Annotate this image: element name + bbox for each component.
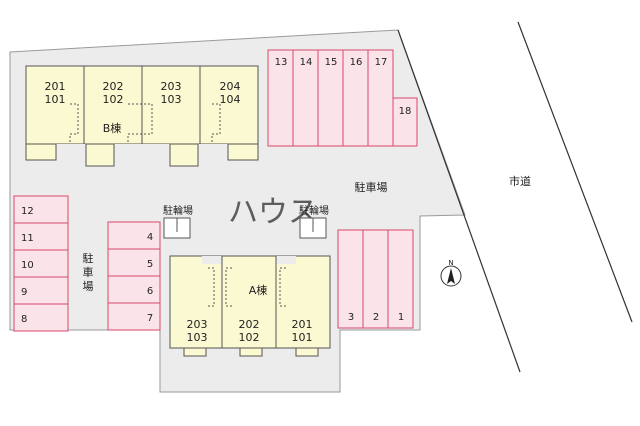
- building-b-notch: [56, 144, 86, 160]
- parking-number: 4: [147, 232, 153, 243]
- parking-space: [367, 49, 394, 147]
- parking-left-label-3: 場: [83, 280, 94, 293]
- stair-outline: [127, 103, 153, 142]
- parking-number: 13: [275, 57, 288, 68]
- parking-number: 6: [147, 286, 153, 297]
- building-b-entrance: [85, 143, 115, 167]
- building-b-entrance: [169, 143, 199, 167]
- parking-left-label-2: 車: [83, 265, 94, 279]
- parking-number: 11: [21, 233, 34, 244]
- unit-lower: 102: [103, 93, 124, 106]
- building-a-notch: [276, 256, 296, 264]
- parking-space: [13, 249, 69, 278]
- parking-space: [13, 276, 69, 305]
- building-a-entrance: [183, 347, 207, 357]
- unit-upper: 203: [161, 80, 182, 93]
- unit-upper: 202: [239, 318, 260, 331]
- stair-outline: [69, 103, 79, 142]
- parking-number: 17: [375, 57, 388, 68]
- bike-parking-label: 駐輪場: [299, 204, 329, 217]
- building-a: A棟 203 103 202 102 201 101: [169, 255, 331, 357]
- parking-number: 3: [348, 312, 354, 323]
- unit-lower: 103: [161, 93, 182, 106]
- parking-number: 5: [147, 259, 153, 270]
- parking-number: 10: [21, 260, 34, 271]
- parking-space: [13, 303, 69, 332]
- parking-middle: 4 5 6 7: [107, 221, 161, 331]
- bike-parking-1: 駐輪場: [163, 204, 193, 239]
- road-edge-left: [397, 29, 521, 373]
- parking-space: [387, 229, 414, 329]
- parking-number: 15: [325, 57, 338, 68]
- parking-space: [13, 195, 69, 224]
- parking-space: [107, 275, 161, 304]
- parking-space: [362, 229, 389, 329]
- parking-number: 9: [21, 287, 27, 298]
- stair-outline: [208, 267, 215, 307]
- parking-top: 13 14 15 16 17 18: [267, 49, 418, 147]
- unit-lower: 104: [220, 93, 241, 106]
- parking-number: 16: [350, 57, 363, 68]
- unit-upper: 201: [45, 80, 66, 93]
- unit-upper: 201: [292, 318, 313, 331]
- building-b-notch: [198, 144, 228, 160]
- parking-area-label: 駐車場: [355, 180, 388, 194]
- unit-lower: 103: [187, 331, 208, 344]
- parking-number: 7: [147, 313, 153, 324]
- unit-upper: 203: [187, 318, 208, 331]
- parking-number: 1: [398, 312, 404, 323]
- parking-space: [292, 49, 319, 147]
- parking-number: 12: [21, 206, 34, 217]
- building-b-notch: [114, 144, 170, 160]
- building-a-entrance: [239, 347, 263, 357]
- north-arrow-pointer: [447, 268, 455, 284]
- unit-upper: 202: [103, 80, 124, 93]
- road-label: 市道: [509, 174, 531, 188]
- unit-lower: 101: [292, 331, 313, 344]
- road-edge-right: [517, 21, 633, 323]
- stair-outline: [279, 267, 286, 307]
- parking-number: 2: [373, 312, 379, 323]
- bike-parking-label: 駐輪場: [163, 204, 193, 217]
- building-a-notch: [202, 256, 222, 264]
- stair-outline: [211, 103, 221, 142]
- north-arrow-icon: N: [440, 259, 462, 287]
- building-b-entrance: [25, 143, 57, 161]
- parking-number: 8: [21, 314, 27, 325]
- building-a-label: A棟: [249, 283, 268, 297]
- building-a-outline: [169, 255, 331, 349]
- parking-space: [267, 49, 294, 147]
- unit-upper: 204: [220, 80, 241, 93]
- parking-left: 12 11 10 9 8: [13, 195, 69, 332]
- bike-parking-2: 駐輪場: [299, 204, 329, 239]
- parking-space: [107, 302, 161, 331]
- building-b: 201 101 202 102 203 103 204 104 B棟: [25, 65, 259, 167]
- parking-space: [107, 221, 161, 250]
- parking-number: 18: [399, 106, 412, 117]
- parking-space: [392, 97, 418, 147]
- building-b-label: B棟: [103, 121, 122, 135]
- parking-left-label-1: 駐: [83, 251, 94, 265]
- parking-space: [107, 248, 161, 277]
- parking-space: [13, 222, 69, 251]
- parking-right: 3 2 1: [337, 229, 414, 329]
- building-a-entrance: [295, 347, 319, 357]
- unit-lower: 101: [45, 93, 66, 106]
- building-b-entrance: [227, 143, 259, 161]
- stair-outline: [225, 267, 232, 307]
- unit-lower: 102: [239, 331, 260, 344]
- parking-number: 14: [300, 57, 313, 68]
- parking-left-label: 駐 車 場: [83, 251, 94, 293]
- north-label: N: [448, 259, 453, 267]
